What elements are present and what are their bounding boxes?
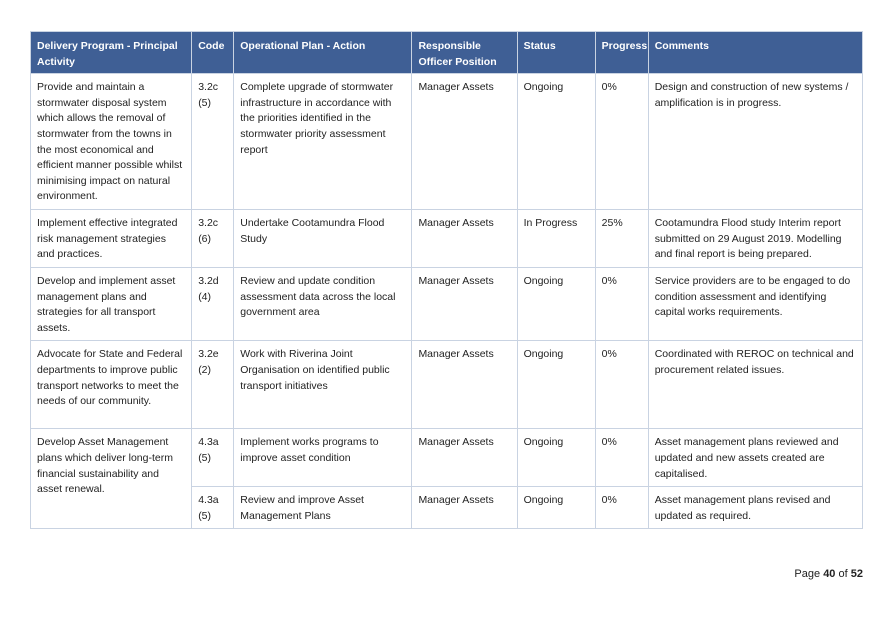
table-header-row: Delivery Program - Principal Activity Co…: [29, 30, 864, 75]
action-cell: Undertake Cootamundra Flood Study: [233, 209, 413, 268]
action-cell: Work with Riverina Joint Organisation on…: [233, 340, 413, 430]
progress-cell: 0%: [594, 486, 649, 530]
header-status: Status: [516, 30, 596, 75]
activity-cell: Develop Asset Management plans which del…: [29, 428, 193, 530]
status-cell: Ongoing: [516, 428, 596, 488]
progress-cell: 0%: [594, 340, 649, 430]
header-operational-action: Operational Plan - Action: [233, 30, 413, 75]
comments-cell: Asset management plans revised and updat…: [647, 486, 864, 530]
progress-cell: 0%: [594, 266, 649, 342]
activity-cell: Implement effective integrated risk mana…: [29, 209, 193, 268]
header-principal-activity: Delivery Program - Principal Activity: [29, 30, 193, 75]
code-cell: 3.2e (2): [191, 340, 235, 430]
header-responsible-officer: Responsible Officer Position: [411, 30, 518, 75]
status-cell: Ongoing: [516, 73, 596, 211]
comments-cell: Asset management plans reviewed and upda…: [647, 428, 864, 488]
page-total: 52: [850, 568, 863, 580]
officer-cell: Manager Assets: [411, 73, 518, 211]
table-row: 4.3a (5) Review and improve Asset Manage…: [31, 486, 864, 530]
page-number: 40: [823, 568, 836, 580]
action-cell: Complete upgrade of stormwater infrastru…: [233, 73, 413, 211]
comments-cell: Service providers are to be engaged to d…: [647, 266, 864, 342]
operational-plan-table: Delivery Program - Principal Activity Co…: [29, 30, 864, 530]
officer-cell: Manager Assets: [411, 486, 518, 530]
officer-cell: Manager Assets: [411, 340, 518, 430]
status-cell: Ongoing: [516, 340, 596, 430]
activity-cell: Develop and implement asset management p…: [29, 266, 193, 342]
officer-cell: Manager Assets: [411, 209, 518, 268]
comments-cell: Coordinated with REROC on technical and …: [647, 340, 864, 430]
code-cell: 4.3a (5): [191, 486, 235, 530]
code-cell: 3.2c (5): [191, 73, 235, 211]
progress-cell: 0%: [594, 428, 649, 488]
header-comments: Comments: [647, 30, 864, 75]
status-cell: In Progress: [516, 209, 596, 268]
page-footer: Page 40 of 52: [794, 568, 863, 580]
table-row: Develop Asset Management plans which del…: [29, 428, 864, 530]
table-row: Provide and maintain a stormwater dispos…: [29, 73, 864, 211]
header-code: Code: [191, 30, 235, 75]
progress-cell: 25%: [594, 209, 649, 268]
status-cell: Ongoing: [516, 486, 596, 530]
progress-cell: 0%: [594, 73, 649, 211]
page-label: Page: [794, 568, 821, 580]
activity-cell: Provide and maintain a stormwater dispos…: [29, 73, 193, 211]
officer-cell: Manager Assets: [411, 266, 518, 342]
table-row: Develop and implement asset management p…: [29, 266, 864, 342]
status-cell: Ongoing: [516, 266, 596, 342]
action-cell: Implement works programs to improve asse…: [233, 428, 413, 488]
action-cell: Review and update condition assessment d…: [233, 266, 413, 342]
action-cell: Review and improve Asset Management Plan…: [233, 486, 413, 530]
header-progress: Progress: [594, 30, 649, 75]
activity-cell: Advocate for State and Federal departmen…: [29, 340, 193, 430]
code-cell: 4.3a (5): [191, 428, 235, 488]
code-cell: 3.2d (4): [191, 266, 235, 342]
code-cell: 3.2c (6): [191, 209, 235, 268]
officer-cell: Manager Assets: [411, 428, 518, 488]
table-row: Implement effective integrated risk mana…: [29, 209, 864, 268]
comments-cell: Design and construction of new systems /…: [647, 73, 864, 211]
page-of-label: of: [838, 568, 848, 580]
table-row: Advocate for State and Federal departmen…: [29, 340, 864, 430]
comments-cell: Cootamundra Flood study Interim report s…: [647, 209, 864, 268]
